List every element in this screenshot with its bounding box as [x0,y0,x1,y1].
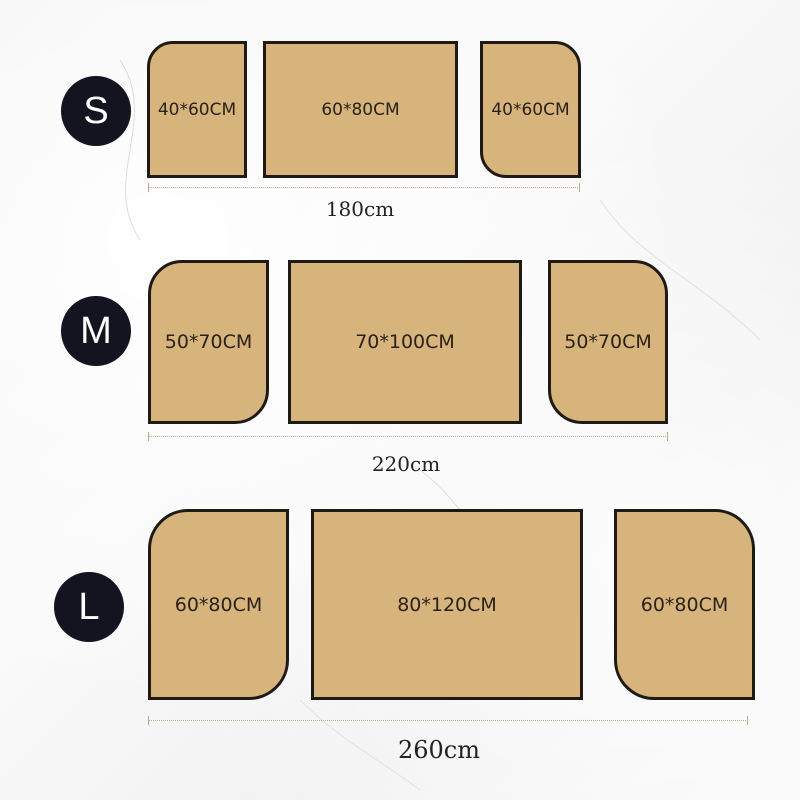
mat-m-center-label: 70*100CM [355,331,455,353]
mat-m-center: 70*100CM [288,260,522,424]
mat-s-center-label: 60*80CM [321,99,400,120]
mat-m-left-label: 50*70CM [164,331,253,353]
mat-l-left: 60*80CM [148,509,289,700]
size-badge-l: L [54,572,124,642]
mat-m-right: 50*70CM [548,260,668,424]
mat-l-right-label: 60*80CM [640,593,729,616]
mat-l-center-label: 80*120CM [397,593,497,616]
mat-s-right: 40*60CM [480,41,581,178]
dimension-label-s: 180cm [325,197,395,221]
dimension-label-l: 260cm [397,736,480,764]
mat-m-left: 50*70CM [148,260,269,424]
mat-l-right: 60*80CM [614,509,755,700]
dimension-label-m: 220cm [371,452,441,476]
mat-l-center: 80*120CM [311,509,583,700]
mat-s-left: 40*60CM [147,41,247,178]
dimension-line-m [148,432,668,441]
mat-s-right-label: 40*60CM [491,99,570,120]
mat-l-left-label: 60*80CM [174,593,263,616]
mat-m-right-label: 50*70CM [564,331,652,353]
size-badge-m: M [61,296,131,366]
dimension-line-s [148,183,580,192]
size-badge-s: S [61,76,131,146]
mat-s-left-label: 40*60CM [157,99,237,120]
mat-s-center: 60*80CM [263,41,458,178]
dimension-line-l [148,716,748,725]
